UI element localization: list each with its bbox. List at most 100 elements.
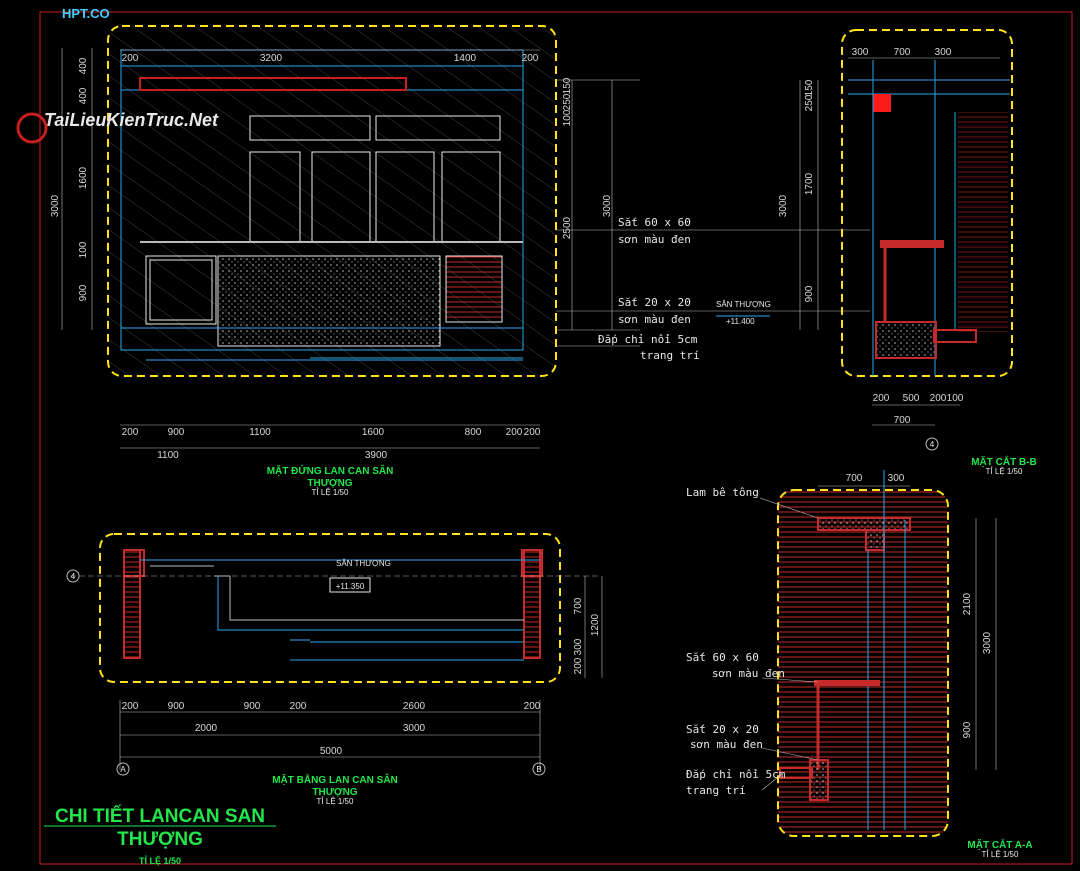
bb-dim-top-1: 700	[894, 47, 911, 58]
elev-dim-top-1: 3200	[260, 53, 283, 64]
elevation-title-line1: MẶT ĐỨNG LAN CAN SÂN	[267, 464, 394, 477]
elev-dim-right-1: 250	[562, 93, 573, 110]
elev-dim-right-2: 100	[562, 109, 573, 126]
plan-dim-bottom1-1: 900	[168, 701, 185, 712]
section-aa-notes: Lam bê tông Sắt 60 x 60 sơn màu đen Sắt …	[686, 486, 786, 797]
elevation-title-line2: THƯỢNG	[307, 478, 352, 489]
floor-level-elev: +11.400	[726, 317, 755, 326]
note-aa-trim-2: trang trí	[686, 784, 746, 797]
plan-title-line1: MẶT BẰNG LAN CAN SÂN	[272, 773, 398, 786]
plan-dim-right-0: 700	[573, 597, 584, 614]
axis-markers: 4 A B 4	[66, 437, 939, 776]
elev-dim-bottom1-4: 800	[465, 427, 482, 438]
section-aa-dim-labels: 700 300 2100 3000 900	[846, 473, 993, 738]
section-bb-title: MẶT CẮT B-B	[971, 455, 1037, 468]
note-aa-paint-60: sơn màu đen	[712, 667, 785, 680]
elev-dim-bottom1-5: 200	[506, 427, 523, 438]
note-paint-60: sơn màu đen	[618, 233, 691, 246]
aa-dim-top-1: 300	[888, 473, 905, 484]
plan-dim-right-2: 200	[573, 657, 584, 674]
bb-dim-left-0: 150	[804, 79, 815, 96]
bb-dim-left-3: 3000	[778, 194, 789, 217]
plan-dim-right-1: 300	[573, 638, 584, 655]
sheet-frame	[39, 11, 1073, 865]
elev-dim-right-3: 2500	[562, 216, 573, 239]
bb-dim-bottom2: 700	[894, 415, 911, 426]
section-aa-view	[777, 470, 949, 837]
axis-bb: 4	[930, 440, 935, 449]
bb-dim-bottom1-2: 200	[930, 393, 947, 404]
watermark-logo: TaiLieuKienTruc.Net	[16, 110, 219, 144]
elev-dim-bottom1-0: 200	[122, 427, 139, 438]
floor-level-plan: +11.350	[336, 582, 365, 591]
section-aa-dimensions	[759, 485, 997, 791]
elev-dim-bottom1-6: 200	[524, 427, 541, 438]
plan-dim-bottom1-0: 200	[122, 701, 139, 712]
section-bb-view	[841, 29, 1013, 377]
note-aa-trim: Đắp chỉ nổi 5cm	[686, 768, 786, 781]
bb-dim-left-1: 250	[804, 94, 815, 111]
plan-dim-bottom1-4: 2600	[403, 701, 426, 712]
aa-dim-right-2: 900	[962, 721, 973, 738]
main-title-line1: CHI TIẾT LANCAN SAN	[55, 805, 265, 827]
elevation-view	[107, 25, 557, 377]
aa-dim-right-0: 2100	[962, 592, 973, 615]
bb-dim-bottom1-1: 500	[903, 393, 920, 404]
floor-label-plan: SÂN THƯỢNG	[336, 559, 391, 568]
plan-dimensions	[119, 576, 603, 770]
elev-dim-top-0: 200	[122, 53, 139, 64]
elev-dim-top-2: 1400	[454, 53, 477, 64]
bb-dim-left-4: 900	[804, 285, 815, 302]
note-steel-60: Sắt 60 x 60	[618, 216, 691, 229]
floor-label-elev: SÂN THƯỢNG	[716, 300, 771, 309]
note-concrete: Lam bê tông	[686, 486, 759, 499]
main-scale: TỈ LỆ 1/50	[139, 855, 181, 866]
note-aa-steel-60: Sắt 60 x 60	[686, 651, 759, 664]
note-steel-20: Sắt 20 x 20	[618, 296, 691, 309]
elev-dim-bottom1-3: 1600	[362, 427, 385, 438]
watermark-text: TaiLieuKienTruc.Net	[44, 110, 219, 130]
aa-dim-top-0: 700	[846, 473, 863, 484]
bb-dim-bottom1-3: 100	[947, 393, 964, 404]
note-aa-steel-20: Sắt 20 x 20	[686, 723, 759, 736]
bb-dim-left-2: 1700	[804, 172, 815, 195]
aa-dim-right-1: 3000	[982, 631, 993, 654]
elev-dim-right-0: 150	[562, 77, 573, 94]
elevation-notes: Sắt 60 x 60 sơn màu đen Sắt 20 x 20 sơn …	[556, 216, 870, 362]
plan-dim-right-3: 1200	[590, 613, 601, 636]
brand-label: HPT.CO	[62, 6, 110, 21]
section-bb-dimensions	[799, 57, 1000, 426]
note-trim: Đắp chỉ nổi 5cm	[598, 333, 698, 346]
axis-row-plan: 4	[71, 572, 76, 581]
section-aa-scale: TỈ LỆ 1/50	[982, 850, 1019, 859]
elev-dim-bottom2-1: 3900	[365, 450, 388, 461]
elev-dim-left-1: 400	[78, 87, 89, 104]
elev-dim-left-2: 1600	[78, 166, 89, 189]
elev-dim-left-3: 100	[78, 241, 89, 258]
elevation-dimensions	[61, 48, 640, 449]
section-aa-title: MẶT CẮT A-A	[967, 838, 1032, 851]
elev-dim-bottom1-1: 900	[168, 427, 185, 438]
note-aa-paint-20: sơn màu đen	[690, 738, 763, 751]
elev-dim-bottom2-0: 1100	[157, 450, 179, 461]
axis-a: A	[120, 765, 126, 774]
bb-dim-bottom1-0: 200	[873, 393, 890, 404]
elev-dim-right-4: 3000	[602, 194, 613, 217]
plan-dim-bottom1-5: 200	[524, 701, 541, 712]
bb-dim-top-2: 300	[935, 47, 952, 58]
plan-view	[70, 533, 600, 683]
elev-dim-bottom1-2: 1100	[249, 427, 271, 438]
plan-scale: TỈ LỆ 1/50	[317, 797, 354, 806]
axis-b: B	[536, 765, 541, 774]
note-trim-2: trang trí	[640, 349, 700, 362]
elev-dim-left-4: 900	[78, 284, 89, 301]
plan-dim-bottom1-3: 200	[290, 701, 307, 712]
elevation-scale: TỈ LỆ 1/50	[312, 488, 349, 497]
plan-dim-bottom2-0: 2000	[195, 723, 218, 734]
elev-dim-left-total: 3000	[50, 194, 61, 217]
note-paint-20: sơn màu đen	[618, 313, 691, 326]
